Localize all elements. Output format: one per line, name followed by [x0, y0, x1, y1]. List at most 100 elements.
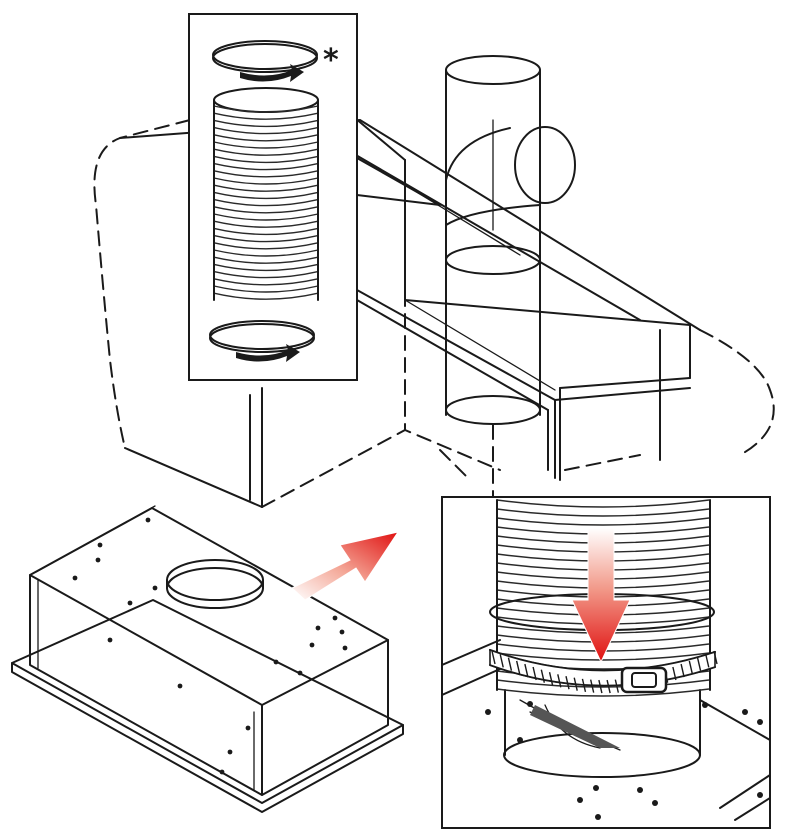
screw-hole — [127, 600, 133, 606]
duct-rib — [213, 263, 319, 272]
clamp-tooth — [515, 660, 521, 675]
clamp-tooth — [713, 650, 718, 665]
screw-hole — [177, 683, 183, 689]
duct-elbow-outlet — [514, 126, 576, 204]
screw-hole — [245, 725, 251, 731]
hose-clamp-inset — [441, 496, 771, 829]
duct-rib — [213, 278, 319, 286]
screw-hole — [742, 709, 748, 715]
duct-rib — [496, 688, 710, 697]
duct-rib — [213, 242, 319, 250]
clamp-tooth — [573, 677, 578, 691]
inset-marker: * — [323, 43, 339, 78]
duct-ring-bottom — [445, 395, 541, 425]
screw-hole — [517, 737, 523, 743]
duct-ring-mid — [445, 245, 541, 275]
clamp-tooth — [705, 654, 710, 668]
clamp-tooth — [507, 657, 513, 671]
clamp-tooth — [499, 654, 504, 668]
screw-hole — [219, 769, 225, 775]
screw-hole — [145, 517, 151, 523]
clamp-tooth — [548, 672, 554, 686]
screw-hole — [107, 637, 113, 643]
duct-rib — [496, 499, 710, 508]
duct-rib — [213, 227, 319, 236]
screw-hole — [637, 787, 643, 793]
clamp-tooth — [672, 666, 677, 681]
duct-rib — [496, 679, 710, 688]
screw-hole — [485, 709, 491, 715]
clamp-tooth — [581, 678, 587, 693]
duct-tube — [445, 55, 576, 501]
duct-rib — [213, 155, 319, 164]
hood-unit — [11, 505, 404, 813]
screw-hole — [702, 702, 708, 708]
clamp-tooth — [532, 666, 537, 681]
screw-hole — [757, 792, 763, 798]
duct-rib — [213, 213, 319, 221]
duct-rib — [213, 256, 319, 264]
clamp-tooth — [606, 679, 611, 694]
screw-hole — [273, 659, 279, 665]
screw-hole — [342, 645, 348, 651]
down-arrow-icon — [571, 527, 631, 664]
screw-hole — [227, 749, 233, 755]
clamp-tooth — [491, 650, 496, 665]
screw-hole — [593, 785, 599, 791]
clamp-tooth — [696, 657, 702, 671]
duct-rib — [496, 517, 710, 526]
duct-rib — [213, 285, 319, 293]
clamp-tooth — [598, 679, 603, 694]
screw-hole — [527, 701, 533, 707]
duct-rib — [213, 162, 319, 171]
screw-hole — [595, 814, 601, 820]
clamp-tooth — [565, 676, 570, 690]
duct-rib — [496, 508, 710, 517]
duct-rib — [213, 184, 319, 192]
duct-rib — [213, 270, 319, 279]
ceiling-cabinet-outline — [93, 117, 775, 508]
duct-rib — [213, 134, 319, 142]
duct-rib — [213, 292, 319, 300]
screw-hole — [315, 625, 321, 631]
screw-hole — [95, 557, 101, 563]
duct-rib — [213, 119, 319, 128]
duct-rib — [213, 234, 319, 243]
screw-hole — [339, 629, 345, 635]
hood-outlet-ring — [166, 559, 264, 601]
flexible-duct-icon — [213, 87, 319, 300]
flex-duct-inset: * — [188, 13, 441, 381]
duct-rib — [213, 220, 319, 228]
hood-screw-holes — [72, 517, 348, 775]
duct-rib — [213, 198, 319, 207]
duct-rib — [213, 148, 319, 156]
duct-rib — [496, 652, 710, 661]
duct-rib — [213, 105, 319, 113]
duct-top-cap — [445, 55, 541, 85]
duct-rib — [213, 170, 319, 178]
duct-rib — [213, 126, 319, 135]
screw-hole — [652, 800, 658, 806]
screw-hole — [297, 670, 303, 676]
clamp-tooth — [614, 679, 620, 693]
rotate-arrow-icon — [240, 64, 304, 82]
duct-rib — [213, 249, 319, 257]
diagonal-arrow-icon — [291, 531, 400, 601]
screw-hole — [757, 719, 763, 725]
screw-hole — [332, 615, 338, 621]
clamp-tooth — [680, 663, 685, 678]
screw-hole — [309, 642, 315, 648]
duct-rib — [213, 177, 319, 185]
clamp-tooth — [557, 674, 562, 688]
duct-rib — [213, 206, 319, 214]
duct-rib — [213, 191, 319, 200]
clamp-tooth — [589, 679, 595, 693]
duct-rib — [213, 141, 319, 149]
screw-hole — [577, 797, 583, 803]
clamp-tooth — [540, 669, 546, 683]
screw-hole — [152, 585, 158, 591]
duct-rib — [213, 112, 319, 120]
ceiling-screw-holes — [485, 701, 763, 820]
rotate-arrow-icon — [236, 344, 300, 362]
